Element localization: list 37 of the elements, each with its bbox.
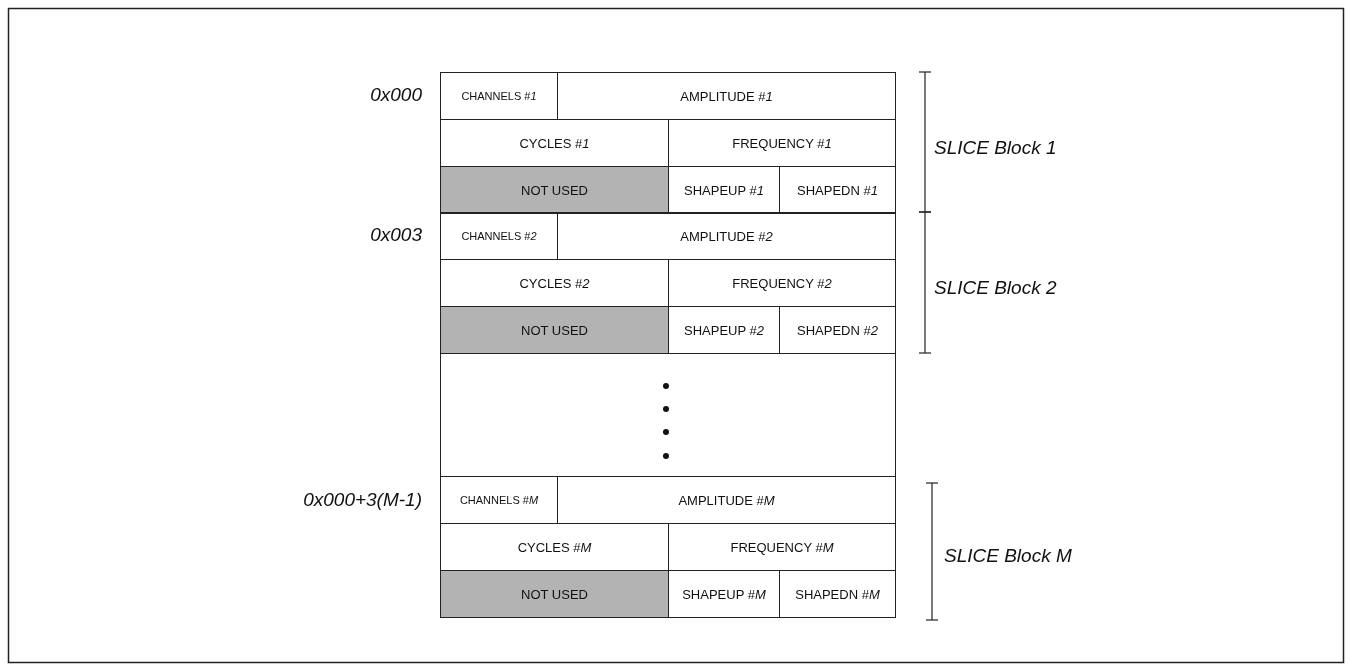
field-name: SHAPEDN #2 bbox=[797, 322, 878, 338]
field-name: CHANNELS #1 bbox=[461, 90, 537, 102]
field-name: SHAPEUP #2 bbox=[684, 322, 764, 338]
field-name: SHAPEUP #1 bbox=[684, 182, 764, 198]
field-name: CHANNELS #2 bbox=[461, 230, 537, 242]
register-field-cell bbox=[440, 212, 558, 260]
register-field-cell bbox=[557, 72, 896, 120]
block-label: SLICE Block 1 bbox=[934, 137, 1057, 159]
address-label: 0x000 bbox=[370, 84, 422, 106]
unused-field-cell bbox=[440, 570, 669, 618]
field-name: FREQUENCY #M bbox=[730, 539, 834, 555]
register-field-cell bbox=[557, 212, 896, 260]
field-name: NOT USED bbox=[521, 182, 588, 198]
field-name: SHAPEDN #M bbox=[795, 586, 880, 602]
field-name: CYCLES #M bbox=[517, 539, 592, 555]
field-name: CYCLES #1 bbox=[519, 135, 590, 151]
field-name: AMPLITUDE #2 bbox=[680, 228, 773, 244]
block-label: SLICE Block 2 bbox=[934, 277, 1057, 299]
field-name: NOT USED bbox=[521, 322, 588, 338]
field-name: FREQUENCY #2 bbox=[732, 275, 832, 291]
field-name: SHAPEUP #M bbox=[682, 586, 766, 602]
ellipsis-box bbox=[440, 353, 896, 477]
unused-field-cell bbox=[440, 306, 669, 354]
field-name: NOT USED bbox=[521, 586, 588, 602]
field-name: FREQUENCY #1 bbox=[732, 135, 832, 151]
field-name: SHAPEDN #1 bbox=[797, 182, 878, 198]
field-name: CHANNELS #M bbox=[459, 494, 539, 506]
address-label: 0x003 bbox=[370, 224, 422, 246]
block-label: SLICE Block M bbox=[944, 545, 1072, 567]
field-name: CYCLES #2 bbox=[519, 275, 590, 291]
field-name: AMPLITUDE #M bbox=[678, 492, 775, 508]
register-field-cell bbox=[779, 570, 896, 618]
address-label: 0x000+3(M-1) bbox=[303, 489, 422, 511]
register-field-cell bbox=[779, 166, 896, 214]
register-field-cell bbox=[440, 72, 558, 120]
field-name: AMPLITUDE #1 bbox=[680, 88, 773, 104]
unused-field-cell bbox=[440, 166, 669, 214]
